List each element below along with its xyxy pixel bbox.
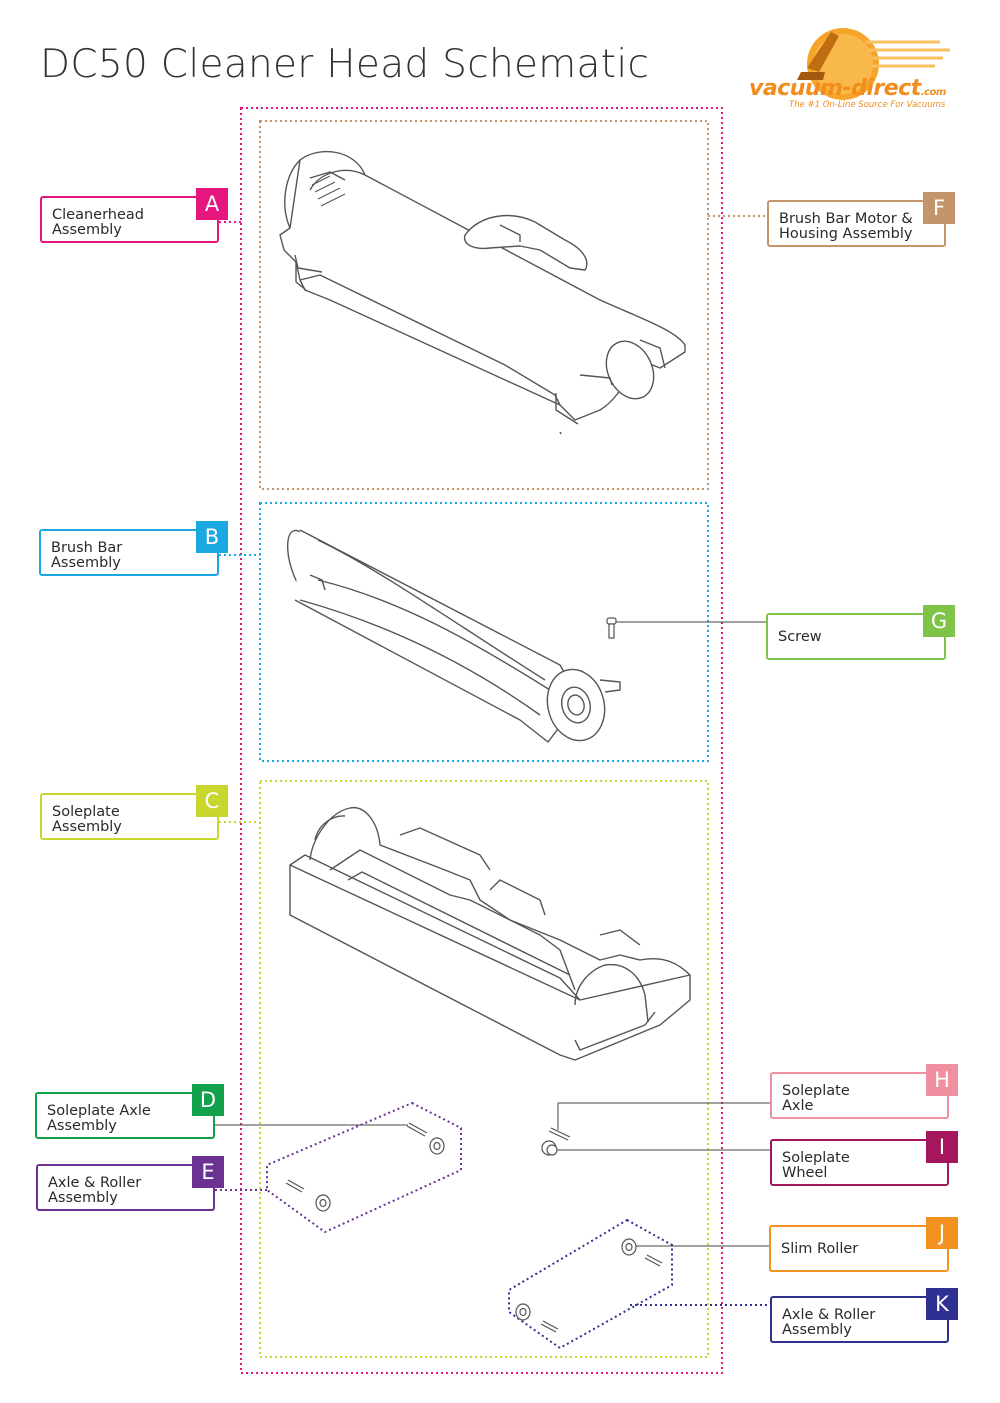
label-i-text: Soleplate Wheel (782, 1150, 850, 1181)
badge-h: H (926, 1064, 958, 1096)
logo-suffix: .com (920, 87, 947, 98)
label-cleanerhead-assembly[interactable]: Cleanerhead Assembly A (40, 188, 228, 243)
label-axle-roller-assembly-k[interactable]: Axle & Roller Assembly K (770, 1288, 958, 1343)
label-d-text: Soleplate Axle Assembly (47, 1103, 151, 1134)
label-soleplate-axle-assembly[interactable]: Soleplate Axle Assembly D (35, 1084, 224, 1139)
badge-b: B (196, 521, 228, 553)
label-h-text: Soleplate Axle (782, 1083, 850, 1114)
axle-assembly-d-drawing (266, 1101, 462, 1234)
soleplate-drawing (289, 807, 691, 1061)
label-brush-bar-assembly[interactable]: Brush Bar Assembly B (39, 521, 228, 576)
screw-drawing (606, 617, 617, 639)
brush-bar-group-box (259, 502, 709, 762)
label-e-text: Axle & Roller Assembly (48, 1175, 142, 1206)
label-j-text: Slim Roller (781, 1241, 859, 1257)
label-a-text: Cleanerhead Assembly (52, 207, 144, 238)
label-f-text: Brush Bar Motor & Housing Assembly (779, 211, 913, 242)
badge-f: F (923, 192, 955, 224)
vacuum-logo-icon (797, 28, 950, 100)
soleplate-group-box (259, 780, 709, 1358)
cleanerhead-group-box (240, 107, 723, 1374)
page-title: DC50 Cleaner Head Schematic (40, 42, 650, 87)
label-slim-roller[interactable]: Slim Roller J (769, 1217, 958, 1272)
label-b-text: Brush Bar Assembly (51, 540, 123, 571)
badge-k: K (926, 1288, 958, 1320)
axle-assembly-k-drawing (508, 1218, 673, 1350)
badge-g: G (923, 605, 955, 637)
label-axle-roller-assembly-e[interactable]: Axle & Roller Assembly E (36, 1156, 224, 1211)
label-soleplate-wheel[interactable]: Soleplate Wheel I (770, 1131, 958, 1186)
connector-h (557, 1102, 770, 1130)
soleplate-axle-wheel-drawing (541, 1127, 571, 1156)
vacuum-direct-logo[interactable]: vacuum-direct.com The #1 On-Line Source … (745, 18, 975, 118)
label-screw[interactable]: Screw G (766, 605, 955, 660)
brush-bar-drawing (286, 529, 621, 743)
badge-c: C (196, 785, 228, 817)
logo-name: vacuum-direct (749, 76, 921, 101)
label-brush-bar-motor-housing[interactable]: Brush Bar Motor & Housing Assembly F (767, 192, 955, 247)
motor-housing-drawing (279, 150, 686, 435)
badge-i: I (926, 1131, 958, 1163)
badge-j: J (926, 1217, 958, 1249)
badge-a: A (196, 188, 228, 220)
label-c-text: Soleplate Assembly (52, 804, 122, 835)
label-g-text: Screw (778, 629, 822, 645)
badge-d: D (192, 1084, 224, 1116)
label-soleplate-assembly[interactable]: Soleplate Assembly C (40, 785, 228, 840)
label-k-text: Axle & Roller Assembly (782, 1307, 876, 1338)
logo-tagline: The #1 On-Line Source For Vacuums (789, 100, 946, 110)
motor-housing-group-box (259, 120, 709, 490)
badge-e: E (192, 1156, 224, 1188)
label-soleplate-axle[interactable]: Soleplate Axle H (770, 1064, 958, 1119)
